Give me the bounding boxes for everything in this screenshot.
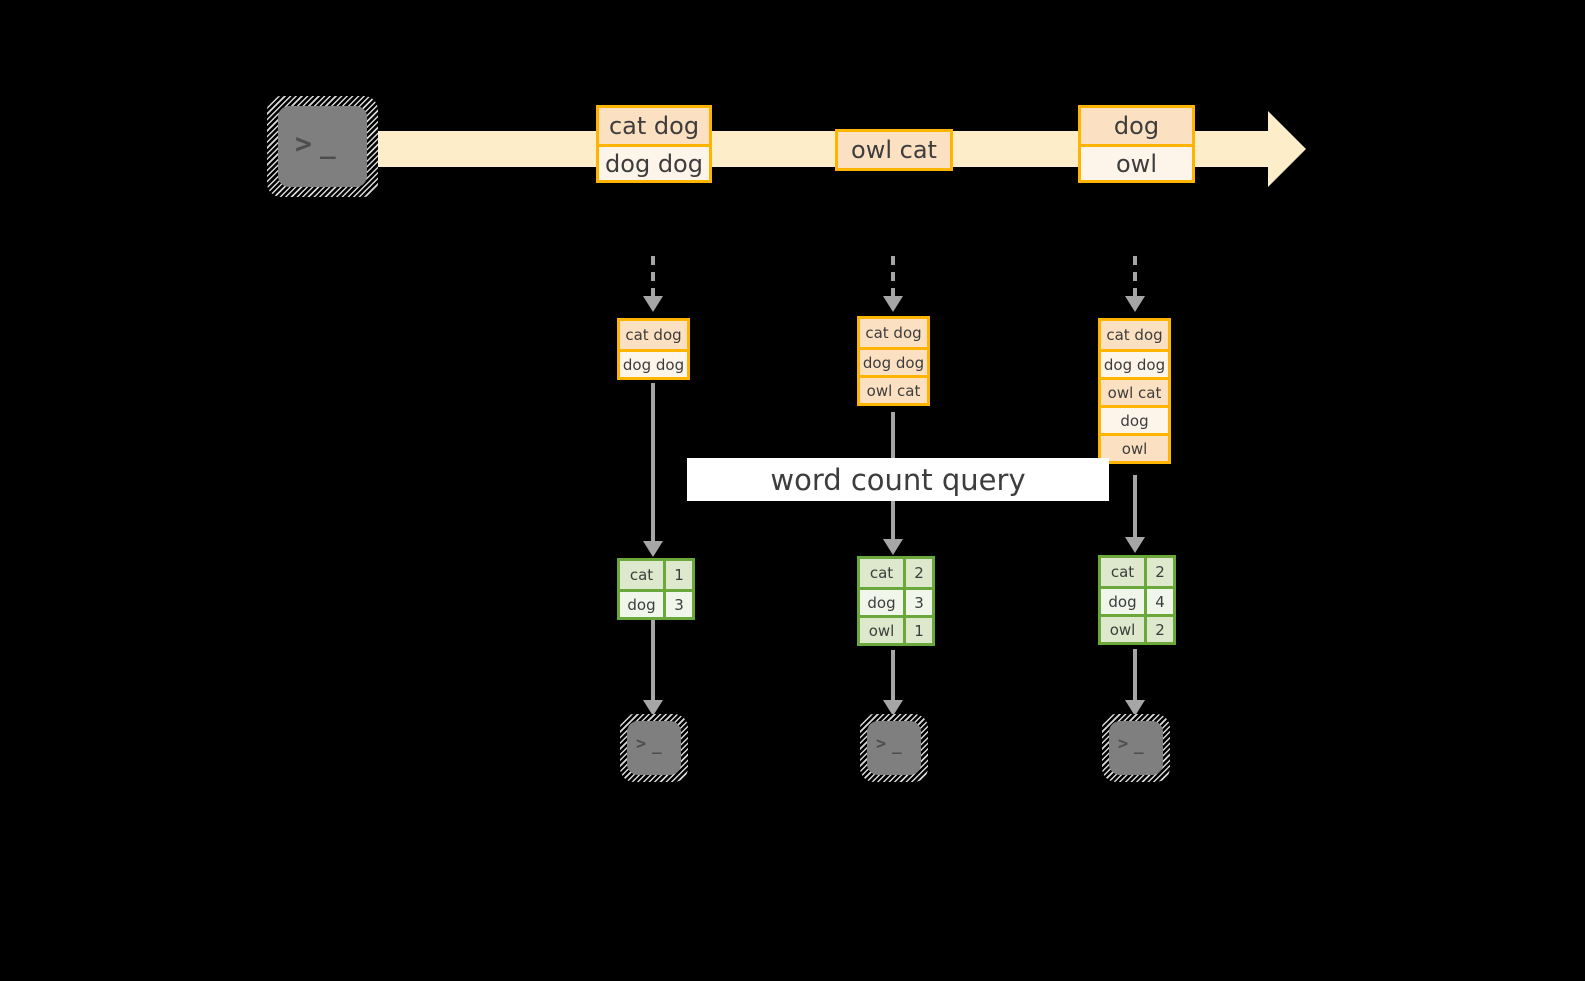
snapshot-1-sink-terminal-icon[interactable]: terminal-icon > _ (620, 714, 688, 782)
result-count: 4 (1147, 589, 1173, 614)
stream-event-line: cat dog (599, 108, 709, 144)
snapshot-1-input-table[interactable]: cat dog dog dog (617, 318, 690, 380)
snapshot-1-sink-line (651, 620, 655, 702)
snapshot-3-sink-terminal-icon[interactable]: > _ (1102, 714, 1170, 782)
snapshot-3-result-table[interactable]: cat 2 dog 4 owl 2 (1098, 555, 1176, 645)
result-word: dog (1101, 589, 1147, 614)
snapshot-2-result-table[interactable]: cat 2 dog 3 owl 1 (857, 556, 935, 646)
result-word: cat (860, 559, 906, 587)
query-banner: word count query (687, 458, 1109, 501)
stream-event-line: owl cat (838, 132, 950, 168)
snapshot-3-sink-arrowhead (1125, 700, 1145, 716)
result-word: owl (860, 618, 906, 643)
snapshot-1-trigger-line (651, 256, 655, 298)
terminal-cursor-glyph: _ (320, 130, 337, 160)
terminal-prompt-glyph: > (295, 127, 313, 160)
result-word: dog (620, 592, 666, 617)
stream-event-line: owl (1081, 144, 1192, 180)
stream-event-group-3[interactable]: dog owl (1078, 105, 1195, 183)
snapshot-input-line: dog dog (620, 349, 687, 377)
result-row: dog 4 (1101, 586, 1173, 614)
snapshot-2-query-arrowhead (883, 539, 903, 555)
result-count: 3 (666, 592, 692, 617)
result-count: 1 (666, 561, 692, 589)
snapshot-1-query-line (651, 383, 655, 543)
snapshot-input-line: dog (1101, 405, 1168, 433)
terminal-face (867, 721, 921, 775)
stream-arrowhead (1268, 111, 1306, 187)
result-row: owl 2 (1101, 614, 1173, 642)
terminal-face (1109, 721, 1163, 775)
result-word: cat (1101, 558, 1147, 586)
snapshot-3-trigger-line (1133, 256, 1137, 298)
result-row: cat 2 (1101, 558, 1173, 586)
stream-event-line: dog dog (599, 144, 709, 180)
result-row: dog 3 (620, 589, 692, 617)
snapshot-2-trigger-line (891, 256, 895, 298)
result-word: cat (620, 561, 666, 589)
stream-event-group-1[interactable]: cat dog dog dog (596, 105, 712, 183)
snapshot-2-sink-terminal-icon[interactable]: > _ (860, 714, 928, 782)
snapshot-2-sink-line (891, 650, 895, 702)
terminal-prompt-symbol: > (636, 734, 648, 754)
snapshot-1-trigger-arrowhead (643, 296, 663, 312)
stream-event-line: dog (1081, 108, 1192, 144)
snapshot-input-line: dog dog (1101, 349, 1168, 377)
terminal-cursor-symbol: _ (652, 735, 663, 754)
snapshot-3-query-arrowhead (1125, 537, 1145, 553)
query-banner-label: word count query (770, 462, 1026, 497)
result-count: 2 (1147, 617, 1173, 642)
terminal-cursor-symbol: _ (892, 735, 903, 754)
result-count: 2 (906, 559, 932, 587)
snapshot-3-trigger-arrowhead (1125, 296, 1145, 312)
snapshot-1-result-table[interactable]: cat 1 dog 3 (617, 558, 695, 620)
terminal-face (278, 106, 367, 187)
result-row: cat 2 (860, 559, 932, 587)
snapshot-input-line: owl (1101, 433, 1168, 461)
snapshot-2-input-table[interactable]: cat dog dog dog owl cat (857, 316, 930, 406)
result-row: owl 1 (860, 615, 932, 643)
result-row: cat 1 (620, 561, 692, 589)
stream-event-group-2[interactable]: owl cat (835, 129, 953, 171)
snapshot-input-line: dog dog (860, 347, 927, 375)
terminal-prompt-symbol: > (1118, 734, 1130, 754)
result-row: dog 3 (860, 587, 932, 615)
snapshot-2-trigger-arrowhead (883, 296, 903, 312)
result-count: 3 (906, 590, 932, 615)
snapshot-3-sink-line (1133, 649, 1137, 702)
source-terminal-icon[interactable]: > _ (267, 96, 378, 197)
snapshot-1-sink-arrowhead (643, 700, 663, 716)
snapshot-2-sink-arrowhead (883, 700, 903, 716)
snapshot-input-line: cat dog (620, 321, 687, 349)
result-word: dog (860, 590, 906, 615)
snapshot-input-line: owl cat (1101, 377, 1168, 405)
snapshot-1-query-arrowhead (643, 541, 663, 557)
snapshot-input-line: cat dog (860, 319, 927, 347)
terminal-prompt-symbol: > (876, 734, 888, 754)
result-count: 2 (1147, 558, 1173, 586)
snapshot-3-query-line (1133, 475, 1137, 539)
terminal-cursor-symbol: _ (1134, 735, 1145, 754)
snapshot-input-line: owl cat (860, 375, 927, 403)
snapshot-3-input-table[interactable]: cat dog dog dog owl cat dog owl (1098, 318, 1171, 464)
result-word: owl (1101, 617, 1147, 642)
result-count: 1 (906, 618, 932, 643)
snapshot-input-line: cat dog (1101, 321, 1168, 349)
terminal-face (627, 721, 681, 775)
